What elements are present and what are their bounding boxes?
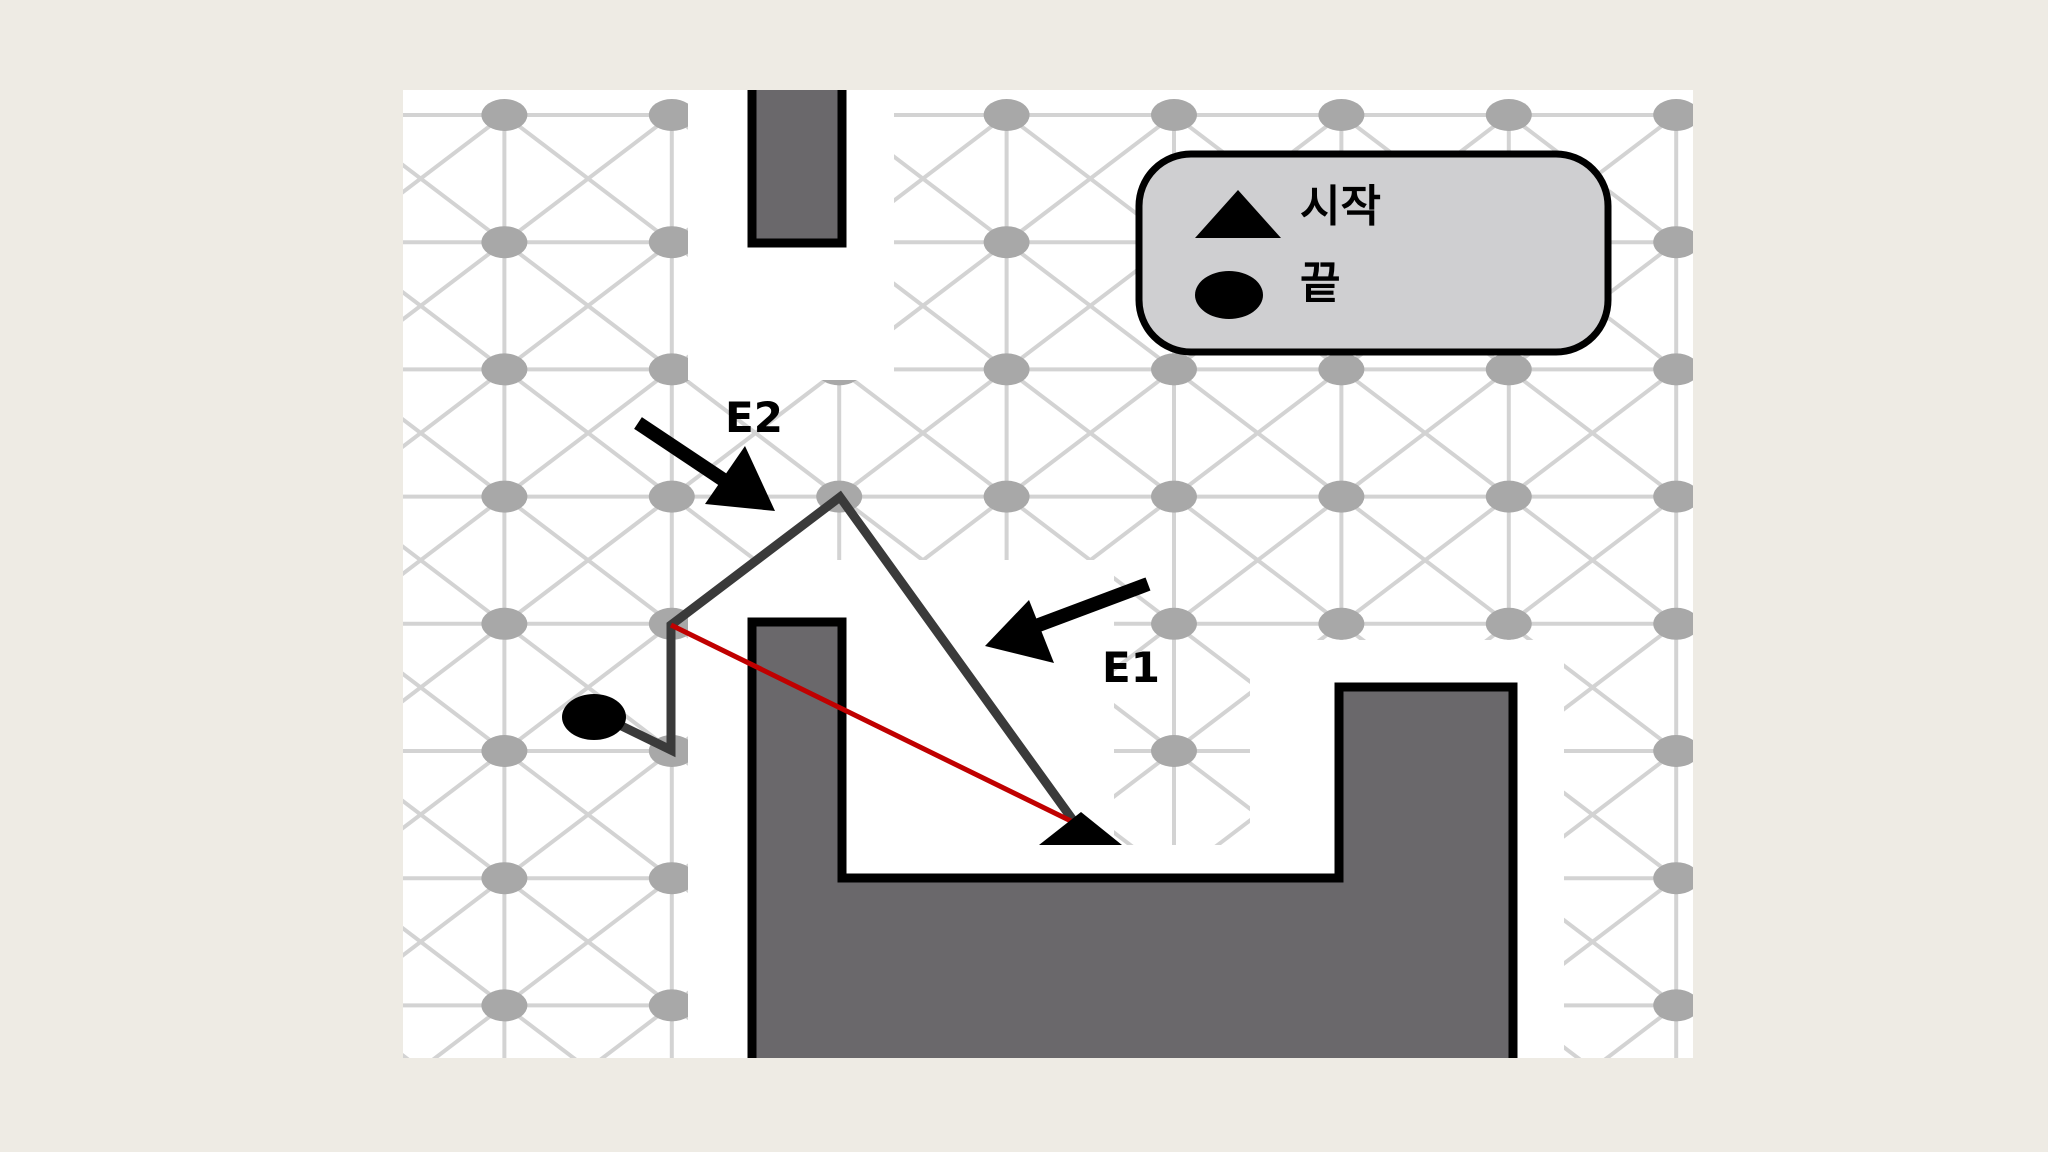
e2-arrow-icon (634, 417, 775, 511)
grid-node (1653, 99, 1693, 131)
grid-edge (670, 367, 841, 499)
legend-circle-icon (1195, 271, 1263, 319)
e2-label: E2 (725, 393, 783, 442)
grid-node (481, 226, 528, 259)
grid-edge (403, 113, 506, 195)
grid-node (1653, 862, 1693, 895)
grid-edge (1005, 367, 1176, 499)
grid-node (314, 608, 360, 640)
grid-node (1653, 989, 1693, 1022)
grid-node (1485, 607, 1532, 640)
grid-edge (503, 495, 674, 626)
grid-node (314, 1117, 360, 1149)
e1-label: E1 (1102, 643, 1160, 692)
grid-node (983, 480, 1030, 513)
grid-edge (403, 749, 506, 831)
grid-edge (403, 240, 506, 322)
grid-node (984, 1117, 1030, 1149)
grid-node (481, 607, 528, 640)
grid-node (1318, 480, 1365, 513)
grid-node (1151, 735, 1197, 767)
grid-node (1151, 480, 1197, 513)
grid-node (1653, 735, 1693, 767)
legend-triangle-icon (1195, 190, 1281, 238)
grid-node (481, 99, 528, 131)
grid-node (1151, 1117, 1197, 1149)
grid-node (1151, 353, 1197, 386)
grid-edge (403, 495, 506, 577)
grid-edge (1340, 367, 1511, 499)
grid-edge (1005, 113, 1176, 244)
grid-node (481, 989, 528, 1022)
grid-node (649, 1117, 695, 1149)
grid-edge (403, 622, 506, 704)
grid-edge (503, 113, 674, 244)
grid-node (481, 735, 528, 767)
legend-start-label: 시작 (1300, 181, 1381, 232)
grid-edge (503, 876, 674, 1007)
grid-node (1318, 607, 1365, 640)
grid-edge (503, 240, 674, 371)
grid-node (1151, 99, 1197, 131)
grid-node (1653, 1117, 1699, 1149)
obstacle-top-pillar (747, 90, 847, 248)
grid-node (314, 226, 360, 258)
grid-edge (503, 1003, 577, 1058)
grid-node (816, 1117, 862, 1149)
grid-node (1318, 353, 1365, 386)
grid-edge (503, 367, 674, 499)
grid-edge (599, 1003, 674, 1058)
grid-edge (503, 622, 674, 753)
grid-node (648, 353, 695, 386)
legend-end-label: 끝 (1300, 258, 1340, 309)
grid-node (1485, 353, 1532, 386)
grid-edge (1507, 495, 1678, 626)
grid-node (1653, 353, 1693, 386)
grid-node (1318, 99, 1365, 131)
grid-node (1151, 607, 1197, 640)
grid-node (314, 353, 360, 385)
grid-node (648, 226, 695, 259)
grid-node (314, 989, 360, 1021)
grid-edge (1507, 367, 1678, 499)
grid-edge (403, 876, 506, 958)
grid-node (1485, 480, 1532, 513)
grid-node (314, 735, 360, 767)
shortcut-line (669, 622, 1077, 826)
grid-edge (1172, 367, 1343, 499)
grid-node (1486, 1117, 1532, 1149)
grid-node (983, 99, 1030, 131)
grid-node (481, 862, 528, 895)
grid-node (1485, 99, 1532, 131)
grid-edge (1340, 495, 1511, 626)
start-triangle-icon (1039, 812, 1122, 845)
grid-node (1653, 607, 1693, 640)
grid-edge (403, 367, 506, 449)
end-circle-icon (562, 694, 626, 740)
grid-edge (503, 749, 674, 880)
grid-node (481, 480, 528, 513)
grid-node (1318, 1117, 1364, 1149)
grid-node (314, 99, 360, 131)
grid-node (648, 862, 695, 895)
grid-node (648, 480, 695, 513)
legend: 시작 끝 (1135, 150, 1612, 356)
grid-node (1653, 226, 1693, 259)
grid-edge (1603, 1003, 1678, 1058)
grid-node (481, 1117, 527, 1149)
grid-node (983, 353, 1030, 386)
grid-node (314, 481, 360, 513)
grid-node (481, 353, 528, 386)
grid-node (648, 99, 695, 131)
grid-node (314, 862, 360, 894)
grid-edge (837, 367, 1008, 499)
grid-node (1653, 480, 1693, 513)
e1-arrow-icon (985, 577, 1151, 663)
grid-edge (431, 1003, 506, 1058)
grid-node (983, 226, 1030, 259)
grid-node (648, 989, 695, 1022)
grid-edge (1172, 495, 1343, 626)
